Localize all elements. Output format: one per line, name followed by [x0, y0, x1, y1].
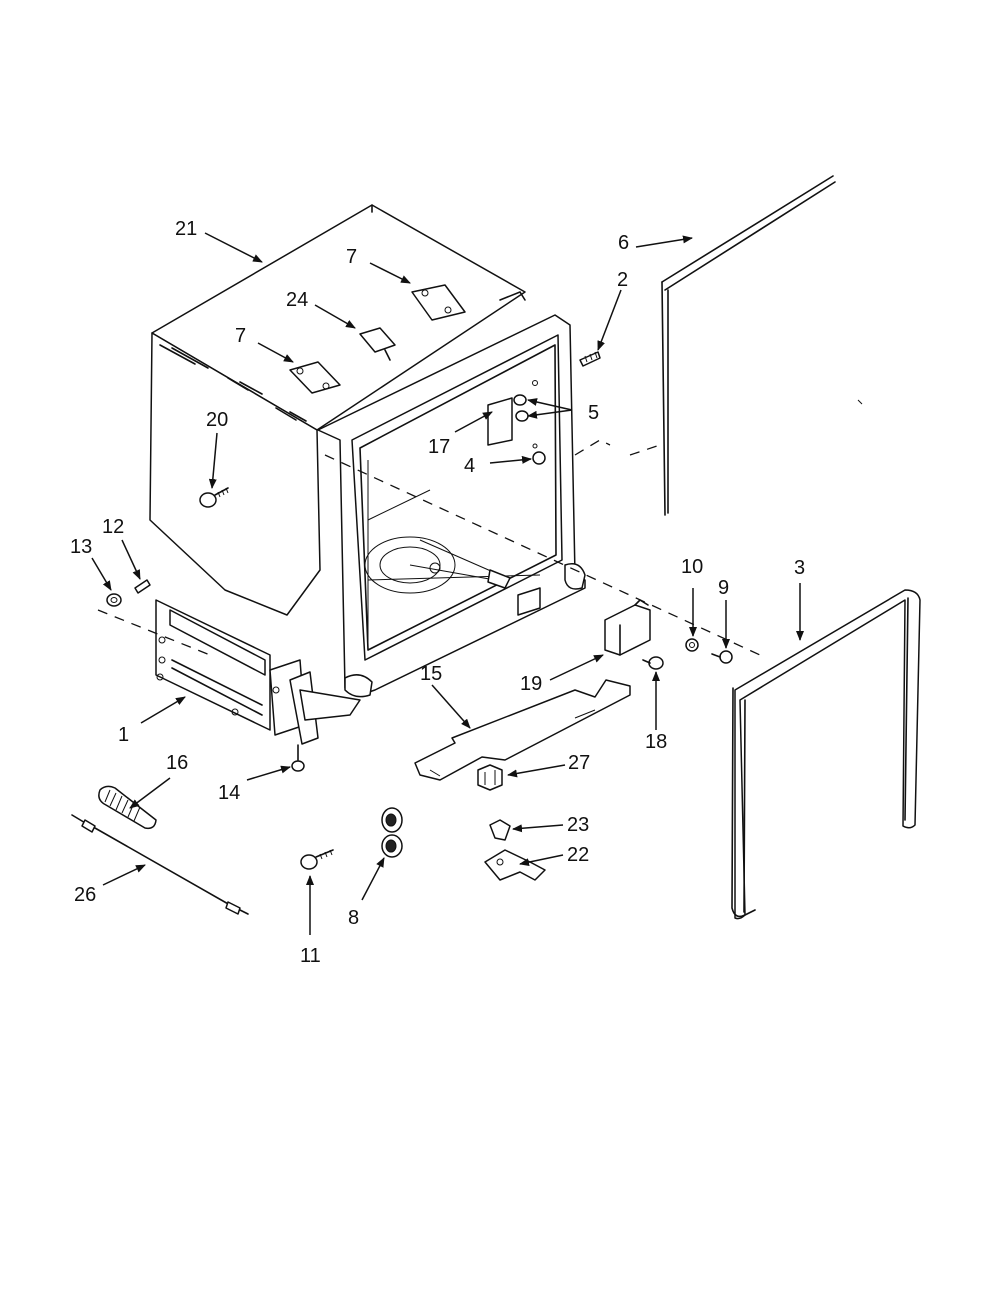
leveling-leg-14	[291, 744, 305, 772]
callout-8: 8	[348, 907, 359, 929]
hinge-bracket-7a	[411, 284, 466, 321]
callout-3: 3	[794, 557, 805, 579]
kickplate-15	[414, 679, 631, 781]
part-4	[532, 443, 546, 465]
callout-14: 14	[218, 782, 240, 804]
screw-12	[134, 579, 151, 594]
clip-24	[359, 327, 396, 361]
callout-18: 18	[645, 731, 667, 753]
callout-24: 24	[286, 289, 308, 311]
gasket-3	[731, 589, 921, 920]
cable-26	[71, 814, 249, 915]
callout-4: 4	[464, 455, 475, 477]
callout-17: 17	[428, 436, 450, 458]
spring-16	[98, 785, 157, 830]
screw-9	[711, 650, 733, 664]
panel-6	[661, 175, 863, 516]
callout-5: 5	[588, 402, 599, 424]
callout-22: 22	[567, 844, 589, 866]
part-23	[489, 819, 511, 841]
callout-15: 15	[420, 663, 442, 685]
callout-10: 10	[681, 556, 703, 578]
callout-21: 21	[175, 218, 197, 240]
callout-26: 26	[74, 884, 96, 906]
callout-27: 27	[568, 752, 590, 774]
screw-11	[300, 849, 334, 870]
screw-18	[642, 656, 664, 670]
screw-20	[199, 487, 229, 508]
nut-13	[106, 593, 122, 607]
parts-5-17	[487, 380, 538, 446]
callout-12: 12	[102, 516, 124, 538]
hinge-bracket-7b	[289, 361, 341, 394]
callout-16: 16	[166, 752, 188, 774]
callout-labels: 21 7 24 7 20 6 2 5 17 4 13 12 10 9 3 15 …	[70, 218, 805, 967]
callout-7b: 7	[235, 325, 246, 347]
callout-1: 1	[118, 724, 129, 746]
callout-23: 23	[567, 814, 589, 836]
leader-lines	[91, 232, 804, 935]
callout-20: 20	[206, 409, 228, 431]
bracket-22	[484, 849, 546, 881]
screw-2	[579, 351, 601, 367]
tub-assembly	[149, 204, 586, 745]
callout-7a: 7	[346, 246, 357, 268]
callout-2: 2	[617, 269, 628, 291]
callout-6: 6	[618, 232, 629, 254]
callout-13: 13	[70, 536, 92, 558]
clip-27	[477, 764, 503, 791]
callout-11: 11	[300, 945, 321, 967]
callout-19: 19	[520, 673, 542, 695]
nut-10	[685, 638, 699, 652]
bracket-19	[604, 599, 651, 656]
grommet-8	[381, 807, 403, 858]
callout-9: 9	[718, 577, 729, 599]
